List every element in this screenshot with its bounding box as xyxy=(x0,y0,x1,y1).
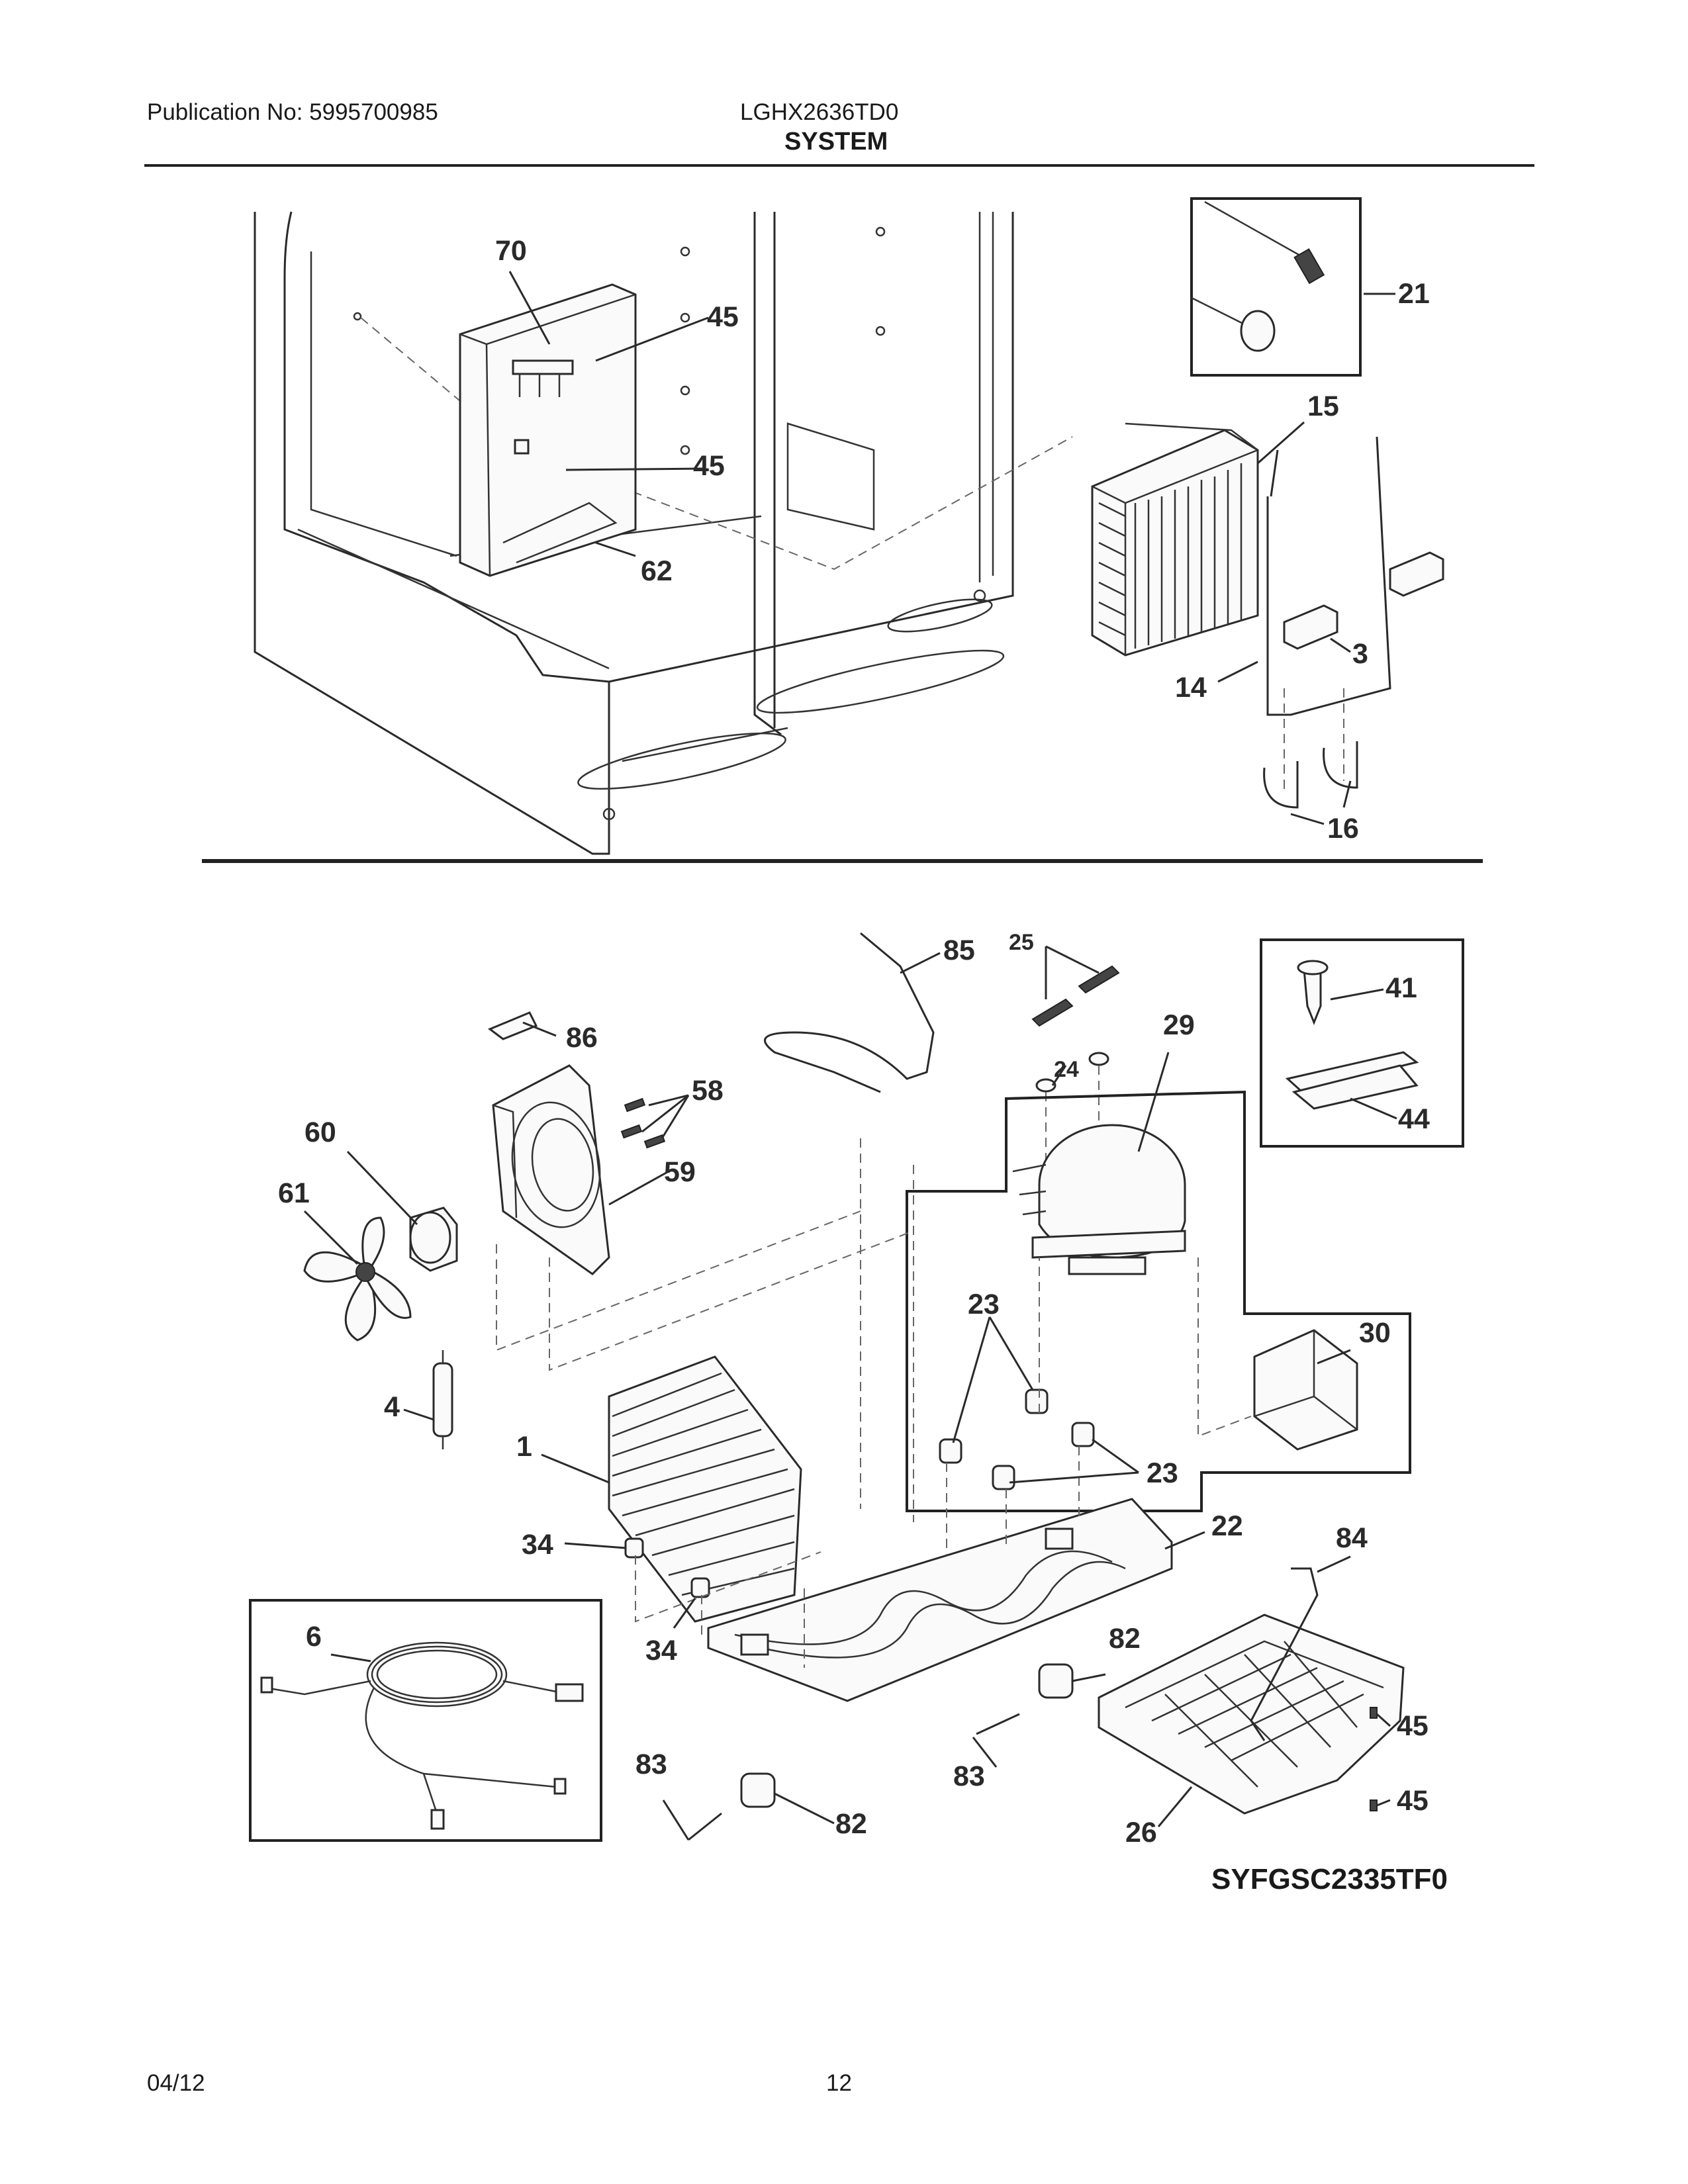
inset-box-part-21 xyxy=(1190,197,1362,377)
callout-34: 34 xyxy=(645,1635,677,1666)
base-tray-part-22 xyxy=(707,1498,1173,1702)
callout-24: 24 xyxy=(1054,1057,1079,1082)
callout-45: 45 xyxy=(693,450,725,482)
fan-shroud-part-59 xyxy=(492,1064,610,1275)
publication-number: Publication No: 5995700985 xyxy=(147,99,438,125)
alignment-lines-lower xyxy=(496,1138,1252,1668)
callout-4: 4 xyxy=(384,1391,400,1423)
compressor-outline-box xyxy=(906,1090,1411,1512)
callout-82: 82 xyxy=(835,1808,867,1840)
callout-86: 86 xyxy=(566,1022,598,1054)
alignment-lines-upper xyxy=(360,317,1344,794)
callout-70: 70 xyxy=(495,235,527,267)
callout-23: 23 xyxy=(968,1289,1000,1320)
callout-14: 14 xyxy=(1175,672,1207,704)
model-number: LGHX2636TD0 xyxy=(740,99,899,125)
condenser-coil-part-15 xyxy=(1091,422,1259,657)
section-title: SYSTEM xyxy=(784,128,888,156)
condenser-part-1 xyxy=(608,1355,802,1623)
drier-part-4 xyxy=(432,1350,453,1449)
callout-60: 60 xyxy=(305,1116,336,1148)
fan-motor-part-60 xyxy=(409,1206,458,1272)
tube-part-85 xyxy=(764,932,935,1093)
page-number: 12 xyxy=(826,2070,852,2096)
drain-trough-part-62 xyxy=(459,283,637,577)
callout-26: 26 xyxy=(1125,1817,1157,1848)
callout-leaders-lower xyxy=(303,945,1397,1841)
callout-44: 44 xyxy=(1398,1103,1430,1135)
callout-84: 84 xyxy=(1336,1522,1368,1554)
grommet-part-25 xyxy=(1031,965,1120,1205)
header-rule xyxy=(144,164,1534,167)
tube-part-14 xyxy=(1266,436,1391,716)
diagram-reference-code: SYFGSC2335TF0 xyxy=(1211,1863,1448,1895)
refrigerator-cabinet xyxy=(254,211,1014,855)
callout-25: 25 xyxy=(1009,930,1034,955)
callout-22: 22 xyxy=(1211,1510,1243,1542)
fan-blade-part-61 xyxy=(303,1216,412,1342)
grommet-part-82 xyxy=(740,1663,1074,1808)
screw-part-83 xyxy=(688,1713,1020,1841)
callout-16: 16 xyxy=(1327,813,1359,844)
block-part-3 xyxy=(1283,551,1444,650)
callout-45: 45 xyxy=(1397,1710,1429,1742)
callout-leaders-upper xyxy=(508,271,1395,825)
callout-83: 83 xyxy=(635,1749,667,1780)
callout-29: 29 xyxy=(1163,1009,1195,1041)
clip-part-86 xyxy=(488,1011,538,1040)
callout-30: 30 xyxy=(1359,1317,1391,1349)
screws-part-58 xyxy=(620,1097,666,1149)
clip-part-16 xyxy=(1263,741,1358,809)
callout-23: 23 xyxy=(1147,1457,1178,1489)
callout-21: 21 xyxy=(1398,278,1430,310)
callout-15: 15 xyxy=(1307,390,1339,422)
drain-pan-part-26 xyxy=(1098,1567,1405,1815)
callout-6: 6 xyxy=(306,1621,322,1653)
callout-3: 3 xyxy=(1352,638,1368,670)
callout-62: 62 xyxy=(641,555,673,587)
callout-41: 41 xyxy=(1385,972,1417,1004)
callout-61: 61 xyxy=(278,1177,310,1209)
callout-59: 59 xyxy=(664,1156,696,1188)
callout-34: 34 xyxy=(522,1529,553,1561)
footer-date: 04/12 xyxy=(147,2070,205,2096)
section-divider xyxy=(202,859,1483,863)
callout-82: 82 xyxy=(1109,1623,1141,1655)
relay-part-30 xyxy=(1253,1329,1358,1451)
inset-box-parts-41-44 xyxy=(1260,938,1464,1148)
grommet-part-23 xyxy=(939,1388,1095,1490)
callout-83: 83 xyxy=(953,1760,985,1792)
compressor-part-29 xyxy=(1012,1124,1186,1275)
callout-1: 1 xyxy=(516,1431,532,1463)
callout-58: 58 xyxy=(692,1075,724,1107)
callout-85: 85 xyxy=(943,934,975,966)
inset-box-part-6 xyxy=(249,1599,602,1842)
callout-45: 45 xyxy=(1397,1785,1429,1817)
callout-45: 45 xyxy=(707,301,739,333)
